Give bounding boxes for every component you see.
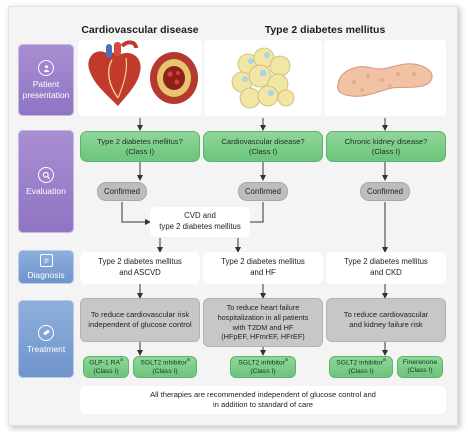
drug-sglt2-ckd-sup: a (382, 357, 386, 364)
question-ckd-label: Chronic kidney disease? (Class I) (344, 136, 428, 156)
treatment-ascvd-label: To reduce cardiovascular risk independen… (88, 309, 192, 329)
pancreas-panel (324, 40, 446, 116)
sidebar-treatment: Treatment (18, 300, 74, 378)
drug-sglt2-hf: SGLT2 inhibitora (Class I) (230, 356, 296, 378)
drug-sglt2-ascvd-sup: a (186, 357, 190, 364)
drug-glp1-sup: a (120, 357, 123, 364)
treatment-hf-label: To reduce heart failure hospitalization … (217, 302, 309, 342)
drug-finerenone-class: (Class I) (407, 367, 433, 374)
treatment-hf: To reduce heart failure hospitalization … (203, 298, 323, 347)
treatment-ascvd: To reduce cardiovascular risk independen… (80, 298, 200, 342)
drug-sglt2-ckd: SGLT2 inhibitora (Class I) (329, 356, 393, 378)
question-ckd: Chronic kidney disease? (Class I) (326, 131, 446, 162)
treatment-ckd-label: To reduce cardiovascular and kidney fail… (343, 309, 429, 329)
artery-illustration (150, 52, 198, 104)
pancreas-illustration (337, 63, 433, 97)
heart-illustration (88, 40, 141, 106)
header-cvd: Cardiovascular disease (81, 24, 199, 36)
confirmed-t2dm: Confirmed (97, 182, 147, 201)
diagnosis-ckd-label: Type 2 diabetes mellitus and CKD (344, 257, 428, 277)
question-t2dm: Type 2 diabetes mellitus? (Class I) (80, 131, 200, 162)
header-t2dm: Type 2 diabetes mellitus (264, 24, 386, 36)
drug-glp1-ra: GLP-1 RAa (Class I) (83, 356, 129, 378)
diagnosis-ckd: Type 2 diabetes mellitus and CKD (326, 252, 446, 284)
sidebar-label-patient-presentation: Patient presentation (22, 79, 70, 100)
drug-sglt2-hf-sup: a (284, 357, 288, 364)
footer-note: All therapies are recommended independen… (80, 386, 446, 414)
cvd-and-t2dm-label: CVD and type 2 diabetes mellitus (159, 211, 241, 231)
sidebar-diagnosis: Diagnosis (18, 250, 74, 284)
drug-sglt2-hf-name: SGLT2 inhibitor (238, 359, 285, 367)
diagnosis-ascvd: Type 2 diabetes mellitus and ASCVD (80, 252, 200, 284)
drug-sglt2-ascvd-class: (Class I) (152, 368, 178, 376)
drug-sglt2-ascvd: SGLT2 inhibitora (Class I) (133, 356, 197, 378)
drug-sglt2-ckd-class: (Class I) (348, 368, 374, 376)
fat-cells-illustration (231, 47, 295, 109)
drug-finerenone-name: Finerenone (402, 358, 438, 366)
drug-glp1-name: GLP-1 RA (89, 359, 121, 367)
pill-icon (38, 324, 54, 341)
sidebar-label-diagnosis: Diagnosis (27, 270, 65, 280)
sidebar-label-treatment: Treatment (26, 343, 66, 354)
diagnosis-ascvd-label: Type 2 diabetes mellitus and ASCVD (98, 257, 182, 277)
sidebar-label-evaluation: Evaluation (26, 186, 66, 196)
search-icon (38, 167, 54, 183)
person-icon (38, 60, 54, 77)
question-cvd: Cardiovascular disease? (Class I) (203, 131, 323, 162)
drug-sglt2-hf-class: (Class I) (250, 368, 276, 376)
footer-note-text: All therapies are recommended independen… (150, 389, 376, 409)
sidebar-evaluation: Evaluation (18, 130, 74, 233)
confirmed-cvd: Confirmed (238, 182, 288, 201)
clipboard-icon (39, 254, 53, 267)
question-cvd-label: Cardiovascular disease? (Class I) (221, 136, 305, 156)
drug-sglt2-ckd-name: SGLT2 inhibitor (336, 359, 383, 367)
confirmed-ckd: Confirmed (360, 182, 410, 201)
drug-glp1-class: (Class I) (93, 368, 119, 376)
fat-cells-panel (204, 40, 322, 116)
cvd-and-t2dm-box: CVD and type 2 diabetes mellitus (150, 207, 250, 237)
drug-finerenone: Finerenone (Class I) (397, 356, 443, 378)
drug-sglt2-ascvd-name: SGLT2 inhibitor (140, 359, 187, 367)
treatment-ckd: To reduce cardiovascular and kidney fail… (326, 298, 446, 342)
diagnosis-hf: Type 2 diabetes mellitus and HF (203, 252, 323, 284)
question-t2dm-label: Type 2 diabetes mellitus? (Class I) (97, 136, 183, 156)
diagnosis-hf-label: Type 2 diabetes mellitus and HF (221, 257, 305, 277)
sidebar-patient-presentation: Patient presentation (18, 44, 74, 116)
cvd-illustration (78, 40, 202, 116)
